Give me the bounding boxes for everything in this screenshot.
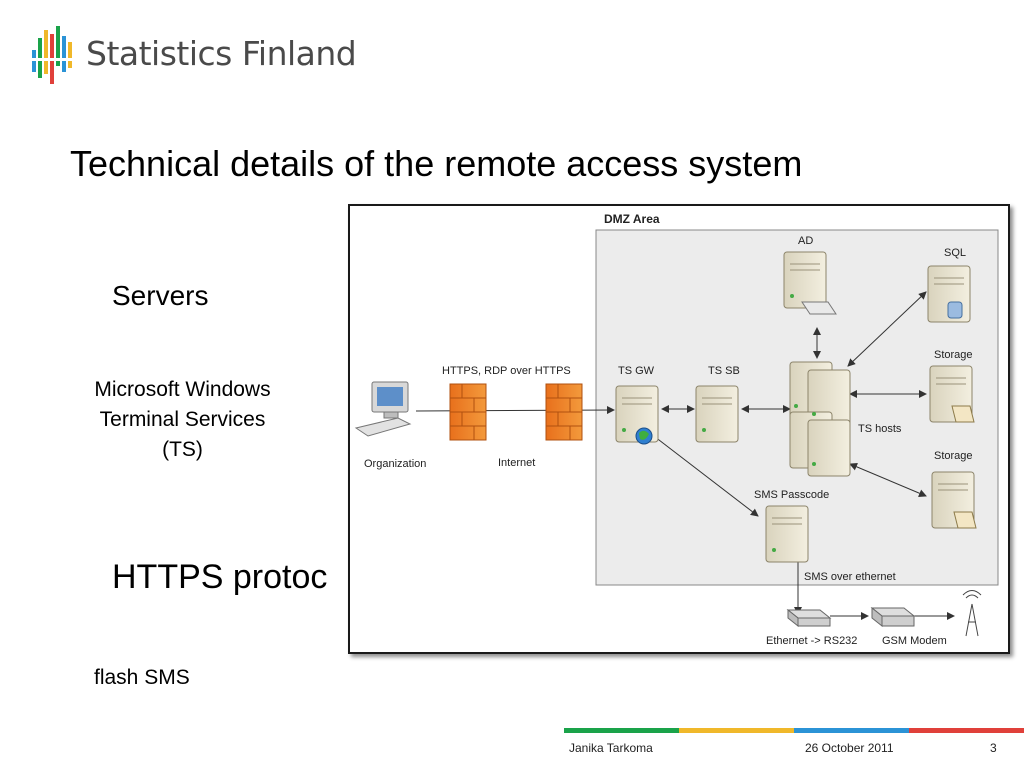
internet-label: Internet [498,457,535,469]
server-icon [615,385,659,443]
sms-passcode-label: SMS Passcode [754,489,829,501]
organization-label: Organization [364,458,426,470]
sms-over-ethernet-label: SMS over ethernet [804,571,896,583]
ts-hosts-label: TS hosts [858,423,902,435]
dmz-area-title: DMZ Area [604,212,660,226]
server-cluster-icon [789,361,851,477]
sql-label: SQL [944,247,966,259]
footer-page-number: 3 [990,741,997,755]
https-heading: HTTPS protoc [112,558,328,596]
footer-date: 26 October 2011 [805,741,894,755]
network-diagram: DMZ Area Organization [348,204,1010,654]
servers-heading: Servers [112,280,209,311]
slide-title: Technical details of the remote access s… [70,143,803,184]
logo-mark-icon [30,26,74,84]
footer-stripe-blue [794,728,909,733]
storage-top-label: Storage [934,349,973,361]
storage-bottom-label: Storage [934,450,973,462]
server-icon [695,385,739,443]
gsm-modem-icon [870,606,916,628]
converter-icon [786,608,832,628]
database-server-icon [927,265,971,323]
firewall-icon [449,383,487,441]
footer-stripe-green [564,728,679,733]
gsm-modem-label: GSM Modem [882,635,947,647]
logo-text: Statistics Finland [86,34,357,73]
ethernet-rs232-label: Ethernet -> RS232 [766,635,857,647]
server-icon [765,505,809,563]
footer-stripe-yellow [679,728,794,733]
ts-sb-label: TS SB [708,365,740,377]
globe-icon [635,427,653,445]
workstation-icon [354,381,412,437]
storage-server-icon [929,365,975,423]
server-icon [783,251,837,315]
ts-gw-label: TS GW [618,365,655,377]
storage-server-icon [931,471,977,529]
ad-label: AD [798,235,813,247]
flash-sms-text: flash SMS [94,666,190,689]
footer-stripe-red [909,728,1024,733]
antenna-icon [962,590,982,637]
https-rdp-label: HTTPS, RDP over HTTPS [442,365,571,377]
firewall-icon [545,383,583,441]
footer-author: Janika Tarkoma [569,741,653,755]
